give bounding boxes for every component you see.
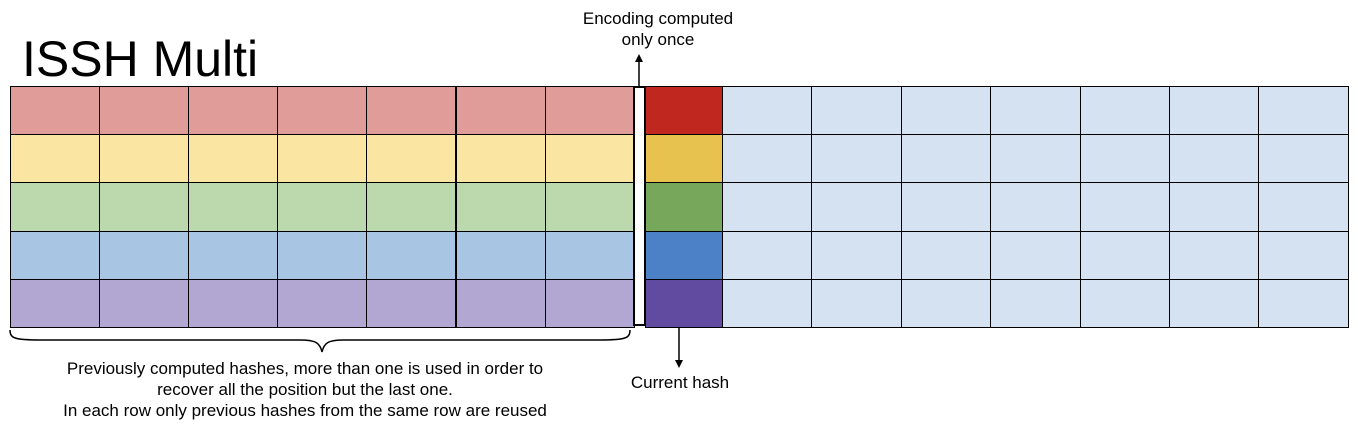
previous-hash-cell xyxy=(544,278,635,328)
diagram-title: ISSH Multi xyxy=(22,31,259,87)
previous-hash-cell xyxy=(10,134,101,184)
future-hash-cell xyxy=(990,230,1081,280)
previous-hash-cell xyxy=(544,230,635,280)
future-hash-cell xyxy=(1169,230,1260,280)
future-hash-cell xyxy=(1258,278,1349,328)
previous-hash-cell xyxy=(277,86,368,136)
previous-hash-cell xyxy=(99,278,190,328)
future-hash-cell xyxy=(1079,182,1170,232)
future-hash-cell xyxy=(722,182,813,232)
previous-hash-cell xyxy=(10,182,101,232)
future-hash-cell xyxy=(900,86,992,136)
future-hash-cell xyxy=(990,86,1081,136)
previous-hash-cell xyxy=(366,278,457,328)
previous-hash-cell xyxy=(10,86,101,136)
encoding-label-line-2: only once xyxy=(621,30,695,49)
future-hash-cell xyxy=(722,230,813,280)
previous-hashes-label: Previously computed hashes, more than on… xyxy=(10,358,600,421)
previous-hash-cell xyxy=(544,182,635,232)
previous-hash-cell xyxy=(188,134,279,184)
future-hash-cell xyxy=(722,278,813,328)
previous-hash-cell xyxy=(277,134,368,184)
encoding-separator xyxy=(633,86,646,326)
previous-hash-cell xyxy=(188,86,279,136)
previous-hash-cell xyxy=(188,230,279,280)
current-hash-cell xyxy=(645,86,724,136)
current-hash-label: Current hash xyxy=(630,373,730,392)
previous-hash-cell xyxy=(544,134,635,184)
previous-hashes-line-3: In each row only previous hashes from th… xyxy=(63,401,547,420)
encoding-label-line-1: Encoding computed xyxy=(582,9,734,28)
previous-hash-cell xyxy=(366,230,457,280)
future-hash-cell xyxy=(1258,86,1349,136)
previous-hash-cell xyxy=(188,278,279,328)
future-hash-cell xyxy=(1169,134,1260,184)
future-hash-cell xyxy=(1079,278,1170,328)
future-hash-cell xyxy=(1169,182,1260,232)
previous-hash-cell xyxy=(455,86,546,136)
future-hash-cell xyxy=(1079,86,1170,136)
previous-hashes-brace xyxy=(9,329,631,353)
previous-hash-cell xyxy=(10,278,101,328)
previous-hash-cell xyxy=(188,182,279,232)
previous-hash-cell xyxy=(544,86,635,136)
future-hash-cell xyxy=(722,86,813,136)
encoding-label: Encoding computed only once xyxy=(518,8,798,50)
previous-hash-cell xyxy=(10,230,101,280)
future-hash-cell xyxy=(990,278,1081,328)
current-hash-cell xyxy=(645,278,724,328)
previous-hashes-line-2: recover all the position but the last on… xyxy=(157,380,453,399)
future-hash-cell xyxy=(900,230,992,280)
future-hash-cell xyxy=(900,278,992,328)
previous-hash-cell xyxy=(366,182,457,232)
previous-hashes-line-1: Previously computed hashes, more than on… xyxy=(66,359,544,378)
previous-hash-cell xyxy=(455,278,546,328)
previous-hash-cell xyxy=(99,134,190,184)
future-hash-cell xyxy=(1258,230,1349,280)
previous-hash-cell xyxy=(277,278,368,328)
